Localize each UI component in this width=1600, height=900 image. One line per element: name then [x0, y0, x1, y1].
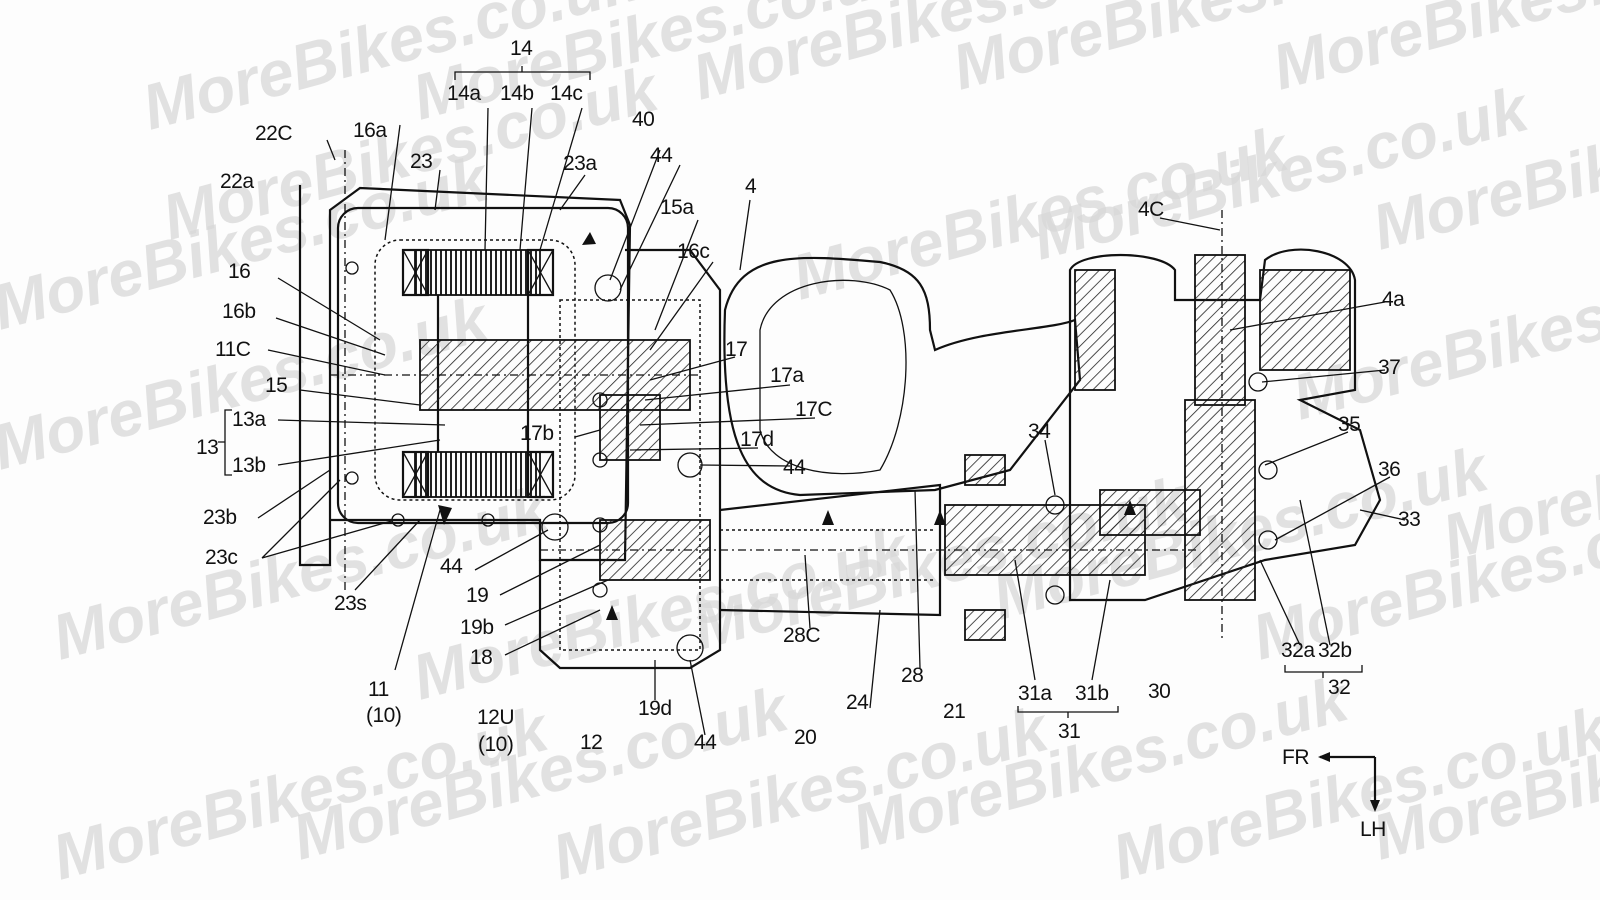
reference-label: 44: [783, 456, 806, 479]
reference-label: 23: [410, 150, 432, 173]
reference-label: 44: [694, 731, 717, 754]
reference-labels: 14 14a 14b 14c 22C 16a 23 40 44 23a 22a 4 15a 16 16c 16…: [196, 37, 1421, 756]
final-drive-housing: [1068, 210, 1382, 640]
watermark-text: MoreBikes.co.uk: [1265, 0, 1600, 104]
reference-label: 31a: [1018, 682, 1052, 705]
reference-label: 28C: [783, 624, 820, 647]
reference-label: 32: [1328, 676, 1350, 699]
direction-left-label: LH: [1360, 818, 1386, 841]
reference-label: 17b: [520, 422, 554, 445]
reference-label: 4a: [1382, 288, 1405, 311]
reference-label: 4: [745, 175, 757, 198]
reference-label: 19: [466, 584, 488, 607]
reference-label: 11C: [215, 338, 251, 361]
reference-label: 16a: [353, 119, 387, 142]
reference-label: 15a: [660, 196, 694, 219]
reference-label: 22a: [220, 170, 254, 193]
reference-label: 13a: [232, 408, 266, 431]
reference-label: 28: [901, 664, 923, 687]
reference-label: 31: [1058, 720, 1080, 743]
reference-label: 17C: [795, 398, 832, 421]
reference-label: 21: [943, 700, 965, 723]
reference-label: 16c: [677, 240, 709, 263]
reference-label: 22C: [255, 122, 292, 145]
reference-label: 11: [368, 678, 389, 701]
reference-label: 17d: [740, 428, 774, 451]
reference-label: 16b: [222, 300, 256, 323]
reference-label: 14: [510, 37, 533, 60]
reference-label: 17a: [770, 364, 804, 387]
direction-indicator: FR LH: [1282, 746, 1386, 841]
drive-shaft: [719, 454, 1146, 641]
reference-label: 30: [1148, 680, 1170, 703]
reference-label: 44: [650, 144, 673, 167]
reference-label: 12U: [477, 706, 514, 729]
reference-label: (10): [478, 733, 513, 756]
leader-lines: [257, 107, 1406, 736]
direction-front-label: FR: [1282, 746, 1309, 769]
reference-label: 32a: [1281, 639, 1315, 662]
reference-label: 15: [265, 374, 287, 397]
reference-label: 13b: [232, 454, 266, 477]
reference-label: 14c: [550, 82, 582, 105]
reference-label: 19d: [638, 697, 672, 720]
reference-label: 23a: [563, 152, 597, 175]
reference-label: 40: [632, 108, 654, 131]
reference-label: 18: [470, 646, 492, 669]
reference-label: 33: [1398, 508, 1420, 531]
gearbox: [538, 248, 1200, 670]
reference-label: 31b: [1075, 682, 1109, 705]
reference-label: 24: [846, 691, 869, 714]
reference-label: 37: [1378, 356, 1400, 379]
reference-label: 35: [1338, 413, 1360, 436]
reference-label: 14b: [500, 82, 534, 105]
grouping-brackets: [218, 66, 1363, 718]
reference-label: 23s: [334, 592, 366, 615]
reference-label: 44: [440, 555, 463, 578]
reference-label: 19b: [460, 616, 494, 639]
reference-label: 23c: [205, 546, 237, 569]
reference-label: 17: [725, 338, 747, 361]
reference-label: 16: [228, 260, 250, 283]
reference-label: 4C: [1138, 198, 1164, 221]
reference-label: 13: [196, 436, 218, 459]
reference-label: 12: [580, 731, 602, 754]
reference-label: 34: [1028, 420, 1051, 443]
reference-label: (10): [366, 704, 401, 727]
reference-label: 23b: [203, 506, 237, 529]
swingarm-body: [723, 256, 1082, 497]
reference-label: 20: [794, 726, 816, 749]
reference-label: 36: [1378, 458, 1400, 481]
reference-label: 32b: [1318, 639, 1352, 662]
reference-label: 14a: [447, 82, 481, 105]
